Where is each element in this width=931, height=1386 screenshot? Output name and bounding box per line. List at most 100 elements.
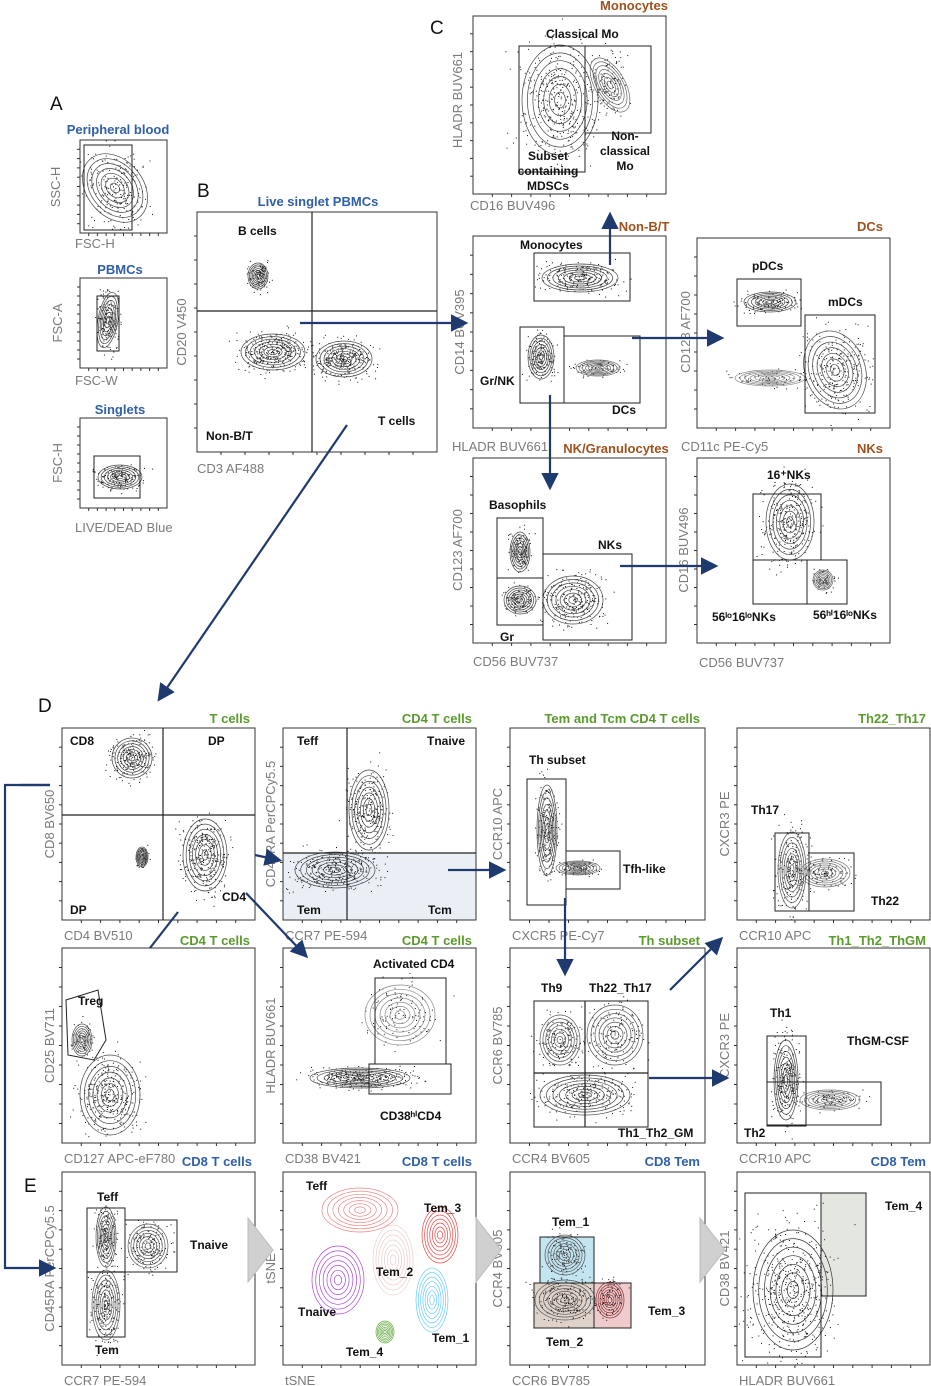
event-dot xyxy=(301,881,303,883)
event-dot xyxy=(136,740,138,742)
event-dot xyxy=(853,382,855,384)
event-dot xyxy=(319,363,321,364)
event-dot xyxy=(535,62,536,64)
event-dot xyxy=(261,341,263,342)
event-dot xyxy=(288,352,290,354)
event-dot xyxy=(834,381,836,382)
event-dot xyxy=(569,85,570,87)
event-dot xyxy=(361,861,363,863)
event-dot xyxy=(535,341,537,343)
event-dot xyxy=(119,165,121,167)
density-contour xyxy=(102,307,114,333)
event-dot xyxy=(222,856,224,858)
event-dot xyxy=(350,360,352,362)
event-dot xyxy=(102,296,104,298)
event-dot xyxy=(372,793,374,795)
event-dot xyxy=(569,276,571,278)
event-dot xyxy=(284,349,286,351)
event-dot xyxy=(771,529,773,531)
event-dot xyxy=(542,99,544,101)
event-dot xyxy=(538,351,540,353)
event-dot xyxy=(308,346,309,348)
event-dot xyxy=(767,305,769,306)
event-dot xyxy=(582,266,584,268)
event-dot xyxy=(795,529,797,531)
event-dot xyxy=(110,328,112,330)
event-dot xyxy=(577,616,579,618)
event-dot xyxy=(130,213,132,215)
event-dot xyxy=(288,343,290,345)
event-dot xyxy=(595,574,597,576)
event-dot xyxy=(542,329,544,331)
event-dot xyxy=(197,840,198,842)
event-dot xyxy=(104,192,106,194)
event-dot xyxy=(99,317,101,319)
event-dot xyxy=(768,296,770,298)
event-dot xyxy=(248,266,250,268)
event-dot xyxy=(574,101,576,103)
event-dot xyxy=(601,363,603,365)
event-dot xyxy=(845,371,846,373)
event-dot xyxy=(146,753,147,754)
event-dot xyxy=(363,816,365,818)
event-dot xyxy=(341,361,343,363)
event-dot xyxy=(545,591,546,593)
event-dot xyxy=(80,161,82,163)
event-dot xyxy=(572,126,574,128)
event-dot xyxy=(514,546,516,548)
event-dot xyxy=(130,477,132,479)
event-dot xyxy=(571,583,573,585)
event-dot xyxy=(218,854,220,856)
event-dot xyxy=(332,353,334,355)
event-dot xyxy=(253,360,255,362)
event-dot xyxy=(112,481,114,483)
event-dot xyxy=(297,861,299,863)
event-dot xyxy=(147,734,149,736)
event-dot xyxy=(557,63,559,65)
event-dot xyxy=(341,354,343,356)
event-dot xyxy=(780,294,782,296)
event-dot xyxy=(266,346,268,347)
event-dot xyxy=(543,277,545,279)
event-dot xyxy=(592,600,594,602)
event-dot xyxy=(128,750,130,752)
event-dot xyxy=(373,858,375,860)
event-dot xyxy=(522,543,524,545)
event-dot xyxy=(200,864,202,865)
event-dot xyxy=(349,822,351,824)
event-dot xyxy=(816,373,818,375)
event-dot xyxy=(783,551,785,552)
event-dot xyxy=(821,379,823,380)
event-dot xyxy=(146,773,148,775)
event-dot xyxy=(210,868,212,870)
event-dot xyxy=(139,778,141,780)
event-dot xyxy=(804,539,806,541)
event-dot xyxy=(583,272,585,274)
event-dot xyxy=(590,262,592,264)
event-dot xyxy=(514,610,516,612)
event-dot xyxy=(355,849,357,851)
density-contour xyxy=(764,376,776,380)
event-dot xyxy=(232,847,234,849)
event-dot xyxy=(513,582,515,584)
event-dot xyxy=(853,372,855,374)
event-dot xyxy=(102,476,104,478)
event-dot xyxy=(539,379,541,381)
event-dot xyxy=(559,108,560,110)
event-dot xyxy=(545,90,547,92)
event-dot xyxy=(599,616,600,618)
event-dot xyxy=(567,83,569,85)
event-dot xyxy=(584,592,585,594)
event-dot xyxy=(110,321,112,323)
event-dot xyxy=(350,361,352,363)
event-dot xyxy=(796,292,798,294)
density-contour xyxy=(335,353,353,365)
event-dot xyxy=(556,569,558,571)
event-dot xyxy=(317,861,319,863)
event-dot xyxy=(273,352,275,354)
event-dot xyxy=(826,582,828,584)
event-dot xyxy=(591,276,593,278)
event-dot xyxy=(141,766,143,768)
event-dot xyxy=(372,810,374,812)
density-contour xyxy=(105,177,125,199)
